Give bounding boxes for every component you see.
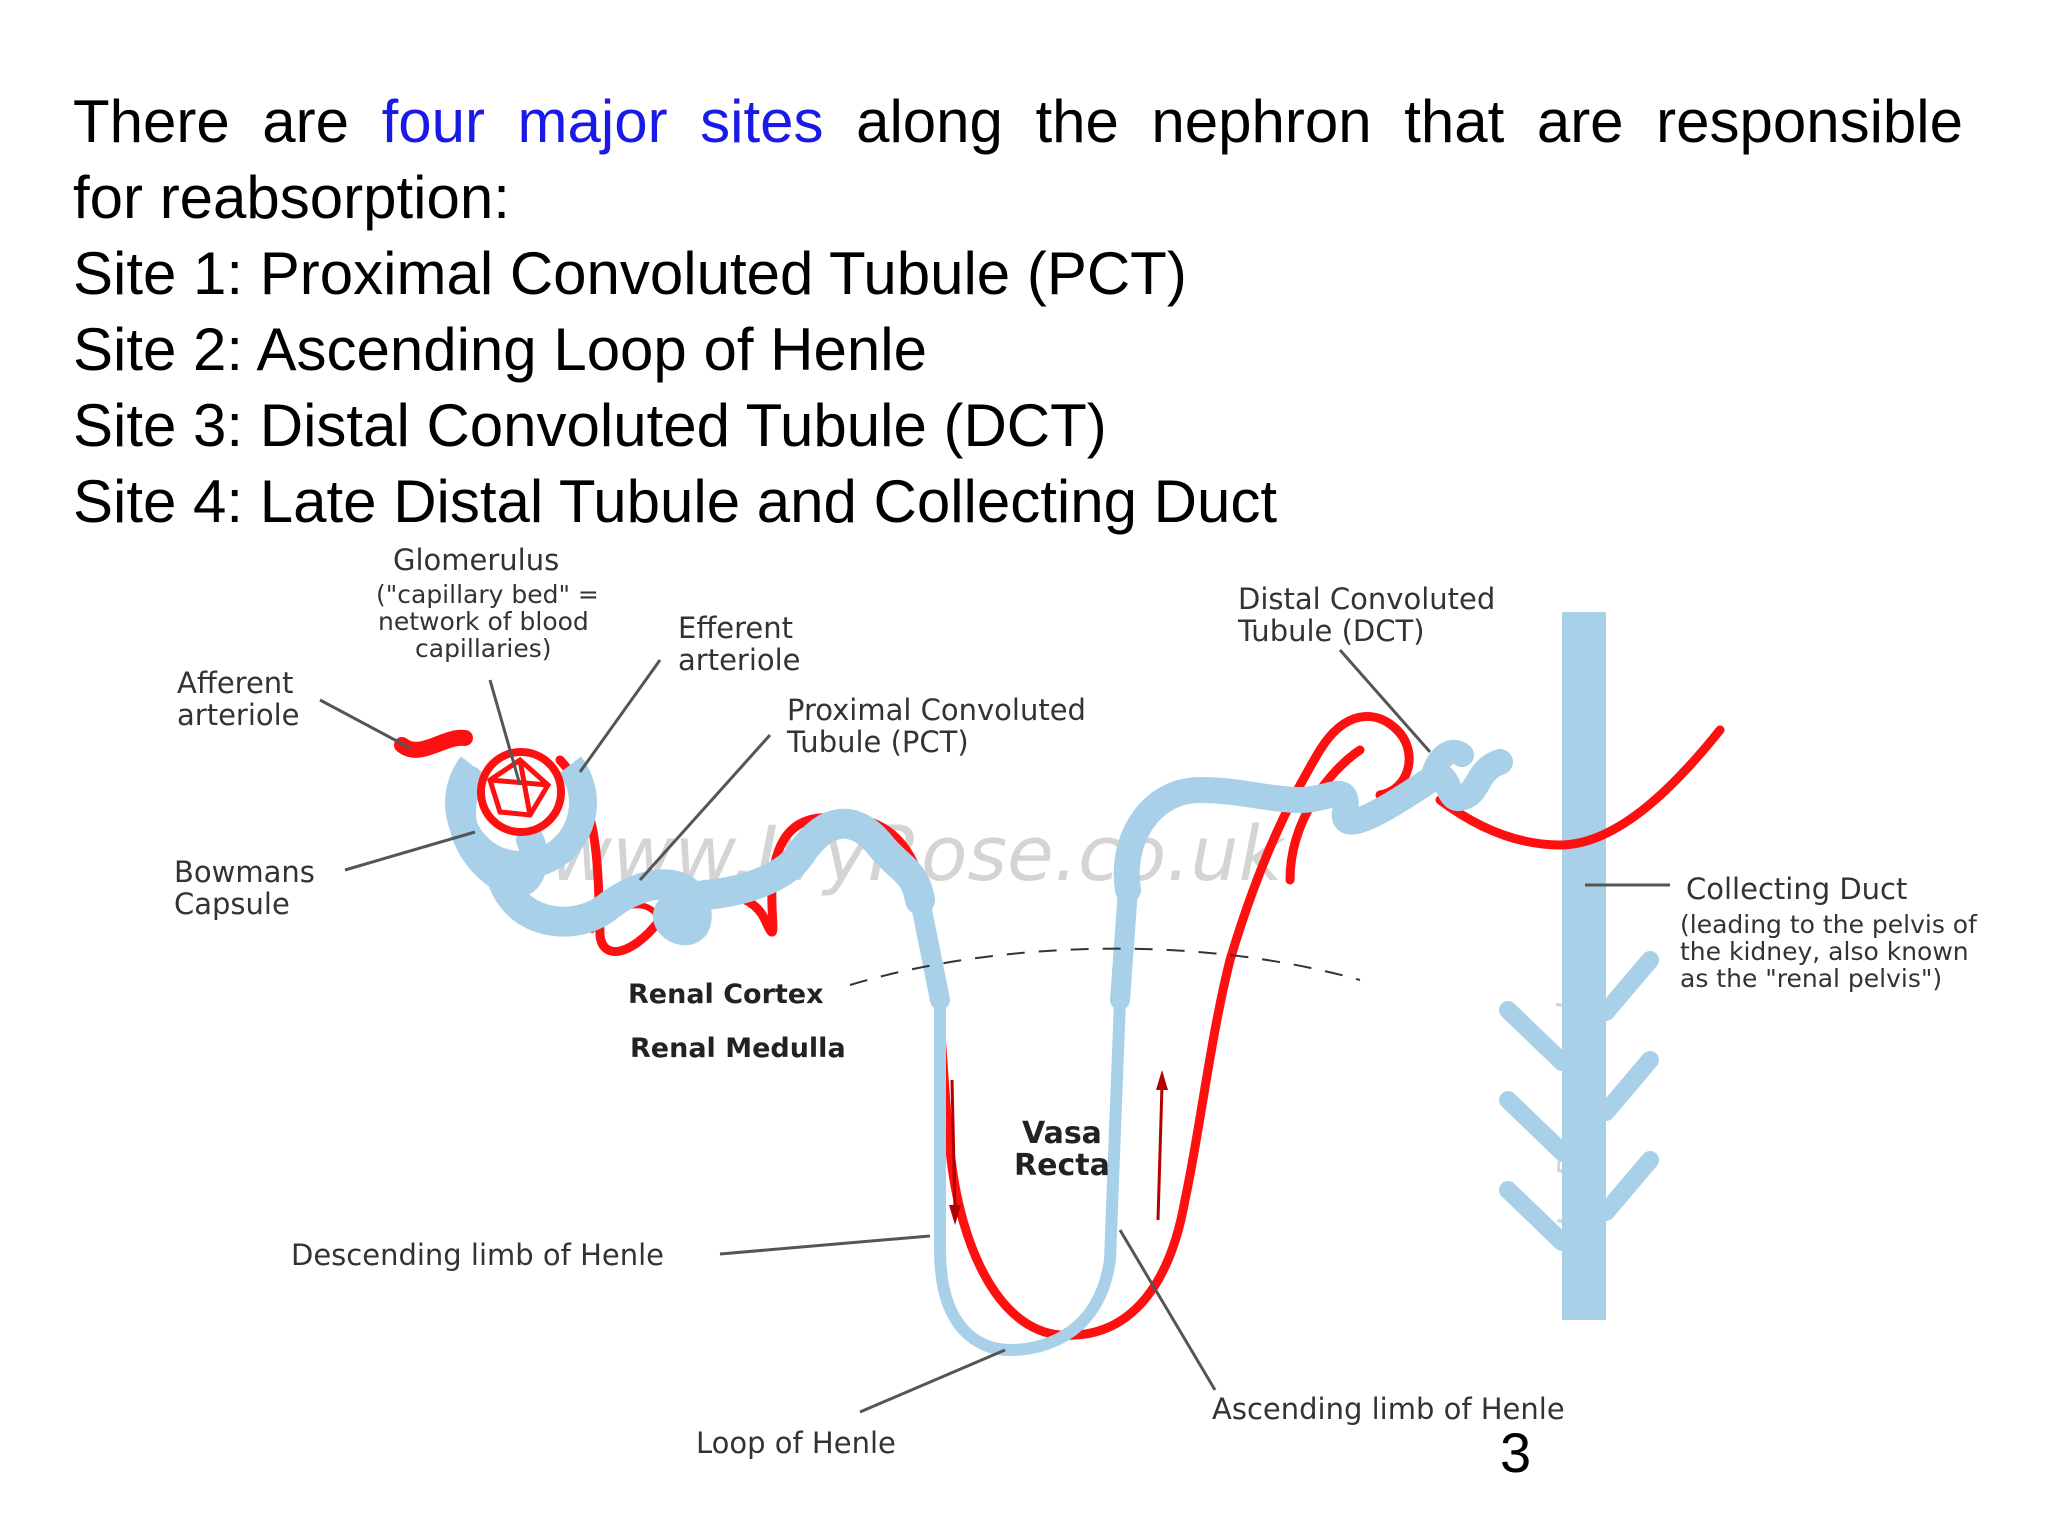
label-pct-2: Tubule (PCT) bbox=[786, 725, 969, 759]
label-efferent-2: arteriole bbox=[678, 643, 801, 677]
site-1: Site 1: Proximal Convoluted Tubule (PCT) bbox=[73, 240, 1187, 307]
label-bowmans-2: Capsule bbox=[174, 887, 290, 921]
intro-highlight: four major sites bbox=[381, 88, 824, 155]
label-descending-limb: Descending limb of Henle bbox=[291, 1238, 664, 1272]
label-bowmans-1: Bowmans bbox=[174, 855, 315, 889]
label-glomerulus-note-2: network of blood bbox=[378, 607, 589, 636]
site-4: Site 4: Late Distal Tubule and Collectin… bbox=[73, 468, 1278, 535]
label-afferent-1: Afferent bbox=[177, 666, 294, 700]
label-collecting-note-1: (leading to the pelvis of bbox=[1680, 910, 1978, 939]
intro-text-before: There are bbox=[73, 88, 382, 155]
cortex-medulla-boundary bbox=[849, 947, 1361, 986]
collecting-duct bbox=[1499, 612, 1659, 1320]
label-efferent-1: Efferent bbox=[678, 611, 793, 645]
site-3: Site 3: Distal Convoluted Tubule (DCT) bbox=[73, 392, 1107, 459]
intro-line-1: There are four major sites along the nep… bbox=[73, 84, 1963, 160]
label-glomerulus: Glomerulus bbox=[393, 543, 559, 577]
label-ascending-limb: Ascending limb of Henle bbox=[1212, 1392, 1565, 1426]
label-glomerulus-note-1: ("capillary bed" = bbox=[376, 580, 599, 609]
intro-line-2: for reabsorption: bbox=[73, 164, 510, 231]
label-collecting-duct: Collecting Duct bbox=[1686, 872, 1907, 906]
site-2: Site 2: Ascending Loop of Henle bbox=[73, 316, 927, 383]
label-renal-cortex: Renal Cortex bbox=[628, 979, 824, 1010]
flow-arrows bbox=[949, 1070, 1168, 1225]
label-collecting-note-2: the kidney, also known bbox=[1680, 937, 1969, 966]
label-dct-1: Distal Convoluted bbox=[1238, 582, 1495, 616]
label-dct-2: Tubule (DCT) bbox=[1237, 614, 1425, 648]
label-vasa: Vasa bbox=[1022, 1116, 1102, 1151]
leader-lines bbox=[319, 649, 1670, 1414]
label-collecting-note-3: as the "renal pelvis") bbox=[1680, 964, 1942, 993]
label-afferent-2: arteriole bbox=[177, 698, 300, 732]
bowmans-capsule bbox=[445, 748, 597, 879]
label-pct-1: Proximal Convoluted bbox=[787, 693, 1086, 727]
label-renal-medulla: Renal Medulla bbox=[630, 1033, 846, 1064]
label-glomerulus-note-3: capillaries) bbox=[415, 634, 551, 663]
intro-text-after: along the nephron that are responsible bbox=[823, 88, 1963, 155]
label-loop-of-henle: Loop of Henle bbox=[696, 1426, 896, 1460]
page-number: 3 bbox=[1500, 1421, 1532, 1484]
label-recta: Recta bbox=[1014, 1148, 1110, 1183]
